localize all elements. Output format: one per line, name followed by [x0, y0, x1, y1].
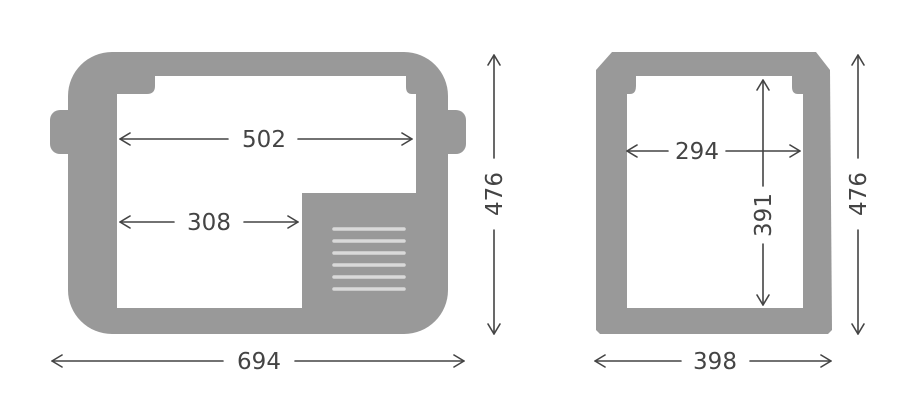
front-lower-width-label: 308: [187, 210, 231, 236]
side-outer-width-label: 398: [693, 349, 737, 375]
side-inner-height-label: 391: [751, 193, 777, 237]
front-outer-height-label: 476: [482, 172, 508, 216]
front-lower-width-dimension: 308: [119, 210, 299, 236]
side-inner-width-label: 294: [675, 139, 719, 165]
side-outer-height-dimension: 476: [846, 54, 872, 335]
side-cavity: [627, 76, 803, 308]
front-outer-height-dimension: 476: [482, 54, 508, 335]
front-inner-width-dimension: 502: [119, 127, 413, 153]
side-outer-height-label: 476: [846, 172, 872, 216]
front-outer-width-label: 694: [237, 349, 281, 375]
front-view: 502 308 476 694: [50, 52, 508, 375]
side-inner-height-dimension: 391: [751, 79, 777, 306]
front-cavity: [117, 76, 416, 308]
side-outer-width-dimension: 398: [594, 349, 832, 375]
front-outer-width-dimension: 694: [51, 349, 465, 375]
vent-grille: [332, 227, 406, 291]
front-inner-width-label: 502: [242, 127, 286, 153]
side-view: 294 391 476 398: [594, 52, 872, 375]
